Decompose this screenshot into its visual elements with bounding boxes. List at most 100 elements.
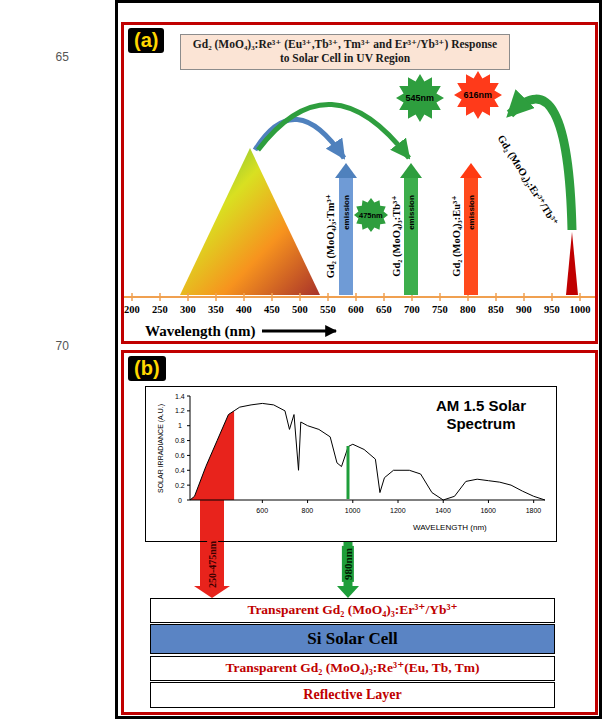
axis-arrow [262,330,336,333]
uv-triangle [180,148,320,295]
tick-label: 200 [124,304,140,315]
tick-label: 1600 [480,507,496,514]
chart-tick [352,500,353,503]
axis-ticks [132,293,580,301]
emission-label: emission [341,195,350,230]
title-box: Gd₂ (MoO₄)₃:Re³⁺ (Eu³⁺,Tb³⁺, Tm³⁺ and Er… [180,34,510,70]
node-text: Reflective Layer [303,687,401,704]
axis-title: SOLAR IRRADIANCE (A.U.) [157,403,164,492]
chart-tick [187,500,190,501]
tick-label: 300 [180,304,196,315]
arrow-label: 250-475nm [207,538,218,589]
tick-label: 0.8 [175,437,185,444]
axis-tick [243,293,245,301]
starburst [354,198,388,232]
tick-label: 400 [236,304,252,315]
axis-tick [439,293,441,301]
axis-tick [495,293,497,301]
axis-tick [271,293,273,301]
phosphor-label: Gd₂ (MoO₄)₃:Eu³⁺ [449,195,461,276]
layer-box: Transparent Gd₂ (MoO₄)₃:Re³⁺(Eu, Tb, Tm) [150,656,555,681]
figure-frame [117,2,601,718]
arrow-head [337,586,359,598]
axis-tick [299,293,301,301]
tick-label: 0.4 [175,467,185,474]
tick-label: 0.6 [175,452,185,459]
panel-frame: AM 1.5 Solar SpectrumTransparent Gd₂ (Mo… [121,350,598,715]
tick-label: 1200 [390,507,406,514]
peak-label: 616nm [464,90,493,100]
tick-label: 1400 [435,507,451,514]
solar-cell-layer: Si Solar Cell [150,624,555,654]
chart-tick [187,410,190,411]
tick-label: 500 [292,304,308,315]
tick-label: 800 [302,507,314,514]
tick-label: 0.2 [175,482,185,489]
axis-tick [159,293,161,301]
chart-tick [488,500,489,503]
tick-label: 1 [178,422,182,429]
spectrum-chart [187,396,545,542]
bar-arrowhead [400,163,422,178]
tick-label: 450 [264,304,280,315]
light-arrow [337,542,359,598]
chart-tick [262,500,263,503]
uv-fill [190,411,234,500]
chart-tick [187,485,190,486]
layer-box: Transparent Gd₂ (MoO₄)₃:Er³⁺/Yb³⁺ [150,598,555,623]
arrow-label: Gd₂ (MoO₄)₃:Er³⁺/Tb³⁺ [495,132,561,227]
tick-label: 250 [152,304,168,315]
chart-title: AM 1.5 Solar Spectrum [416,397,546,433]
axis-tick [523,293,525,301]
chart-tick [533,500,534,503]
ir-marker [347,446,350,499]
chart-tick [443,500,444,503]
tick-label: 600 [256,507,268,514]
tick-label: 950 [544,304,560,315]
node-text: Gd₂ (MoO₄)₃:Re³⁺ (Eu³⁺,Tb³⁺, Tm³⁺ and Er… [187,38,503,66]
axis-tick [215,293,217,301]
tick-label: 550 [320,304,336,315]
axis-tick [551,293,553,301]
ir-spike [566,232,578,295]
emission-label: emission [406,195,415,230]
layer-box: Reflective Layer [150,682,555,708]
tick-label: 800 [460,304,476,315]
axis-tick [355,293,357,301]
chart-axes [190,396,545,500]
starbursts [354,71,502,232]
tick-label: 1.4 [175,393,185,400]
chart-tick [398,500,399,503]
panel-tag: (b) [128,356,166,381]
tick-label: 350 [208,304,224,315]
axis-title: Wavelength (nm) [145,323,255,340]
spectrum-chart-frame: AM 1.5 Solar Spectrum [145,386,557,542]
tick-label: 1000 [345,507,361,514]
chart-tick [187,440,190,441]
emission-bar: Gd₂ (MoO₄)₃:Tm³⁺emission [339,178,353,295]
axis-tick [579,293,581,301]
phosphor-label: Gd₂ (MoO₄)₃:Tm³⁺ [324,194,336,278]
emission-bar: Gd₂ (MoO₄)₃:Tb³⁺emission [404,178,418,295]
tick-label: 850 [488,304,504,315]
node-text: Transparent Gd₂ (MoO₄)₃:Er³⁺/Yb³⁺ [247,602,457,618]
chart-tick [187,470,190,471]
bar-arrowhead [335,163,357,178]
peak-label: 545nm [406,93,435,103]
emission-bar: Gd₂ (MoO₄)₃:Eu³⁺emission [464,178,478,295]
peak-label: 475nm [359,211,383,220]
phosphor-label: Gd₂ (MoO₄)₃:Tb³⁺ [389,195,401,276]
tick-label: 700 [404,304,420,315]
chart-tick [187,455,190,456]
axis-tick [187,293,189,301]
tick-label: 650 [376,304,392,315]
tick-label: 750 [432,304,448,315]
axis-tick [327,293,329,301]
node-text: Transparent Gd₂ (MoO₄)₃:Re³⁺(Eu, Tb, Tm) [225,660,479,676]
tick-label: 600 [348,304,364,315]
axis-title: WAVELENGTH (nm) [413,523,487,532]
uv-fill [200,500,224,542]
excitation-arc [258,104,409,158]
chart-tick [187,425,190,426]
